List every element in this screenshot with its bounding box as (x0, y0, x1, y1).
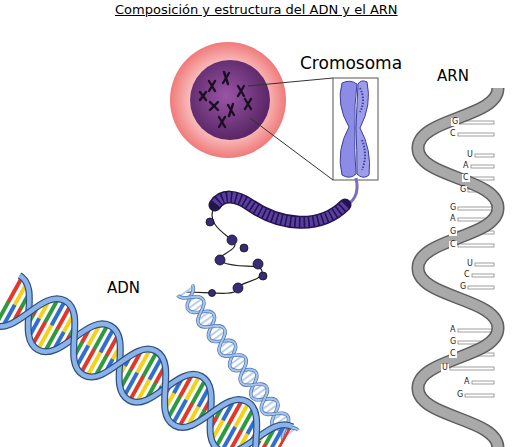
base-letter: A (463, 378, 470, 386)
base-letter: A (449, 326, 456, 334)
base-letter: C (449, 130, 457, 138)
base-letter: U (466, 260, 474, 268)
base-letter: G (449, 228, 457, 236)
base-letter: A (462, 162, 469, 170)
structure-label: ARN (437, 68, 469, 85)
base-letter: C (462, 174, 470, 182)
base-letter: C (449, 241, 457, 249)
base-letter: G (449, 204, 457, 212)
base-letter: U (441, 364, 449, 372)
base-letter: A (449, 215, 456, 223)
base-letter: C (449, 350, 457, 358)
base-letter: G (456, 391, 464, 399)
base-letter: G (449, 338, 457, 346)
structure-label: Cromosoma (300, 54, 402, 74)
diagram-title: Composición y estructura del ADN y el AR… (115, 3, 398, 18)
base-letter: G (459, 186, 467, 194)
base-letter: C (463, 271, 471, 279)
structure-label: ADN (107, 280, 140, 297)
base-letter: U (466, 151, 474, 159)
base-letter: G (451, 118, 459, 126)
base-letter: G (459, 283, 467, 291)
